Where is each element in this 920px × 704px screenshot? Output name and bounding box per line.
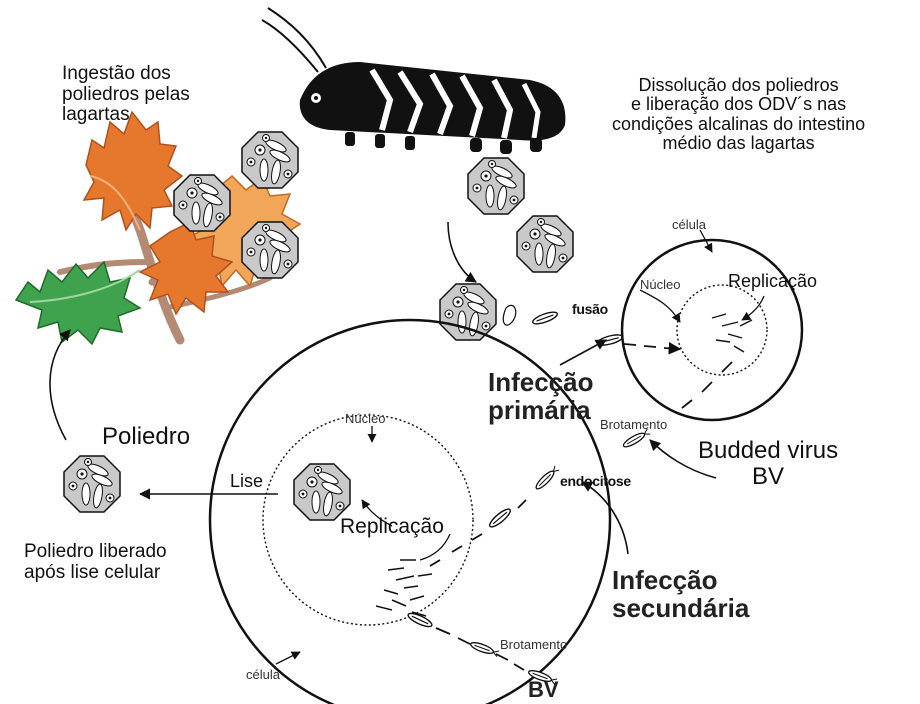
arrow-primary-infection <box>560 340 606 365</box>
label-nucleus-top: Núcleo <box>640 278 680 292</box>
polyhedron-dissolving-2 <box>517 216 573 272</box>
label-secondary-infection-line2: secundária <box>612 594 749 622</box>
cell-top-membrane <box>622 240 802 420</box>
label-budded-virus-line2: BV <box>698 464 838 490</box>
label-ingestion-line3: lagartas <box>62 105 272 126</box>
label-ingestion-line1: Ingestão dos <box>62 64 272 85</box>
polyhedron-dissolving-3 <box>440 284 496 340</box>
odv-particle-fusion <box>596 333 623 347</box>
label-budding-top: Brotamento <box>600 418 667 432</box>
label-secondary-infection-line1: Infecção <box>612 566 749 594</box>
arrow-nucleus-top <box>640 290 680 322</box>
label-budded-virus-line1: Budded virus <box>698 438 838 464</box>
arrow-cell-bottom <box>276 652 300 664</box>
label-dissolution: Dissolução dos poliedros e liberação dos… <box>612 76 865 154</box>
label-fusion: fusão <box>572 302 608 317</box>
label-secondary-infection: Infecção secundária <box>612 566 749 622</box>
label-primary-infection: Infecção primária <box>488 368 594 424</box>
polyhedron-in-nucleus <box>294 464 350 520</box>
label-dissolution-line4: médio das lagartas <box>612 134 865 153</box>
bv-exiting-2 <box>469 641 499 658</box>
odv-release <box>503 305 515 325</box>
label-bv-bottom: BV <box>528 678 559 702</box>
label-nucleus-bottom: Núcleo <box>345 412 385 426</box>
polyhedron-on-leaf-3 <box>242 222 298 278</box>
label-released-polyhedron-line2: após lise celular <box>24 563 167 584</box>
arrow-replication-top <box>742 296 764 320</box>
label-dissolution-line2: e liberação dos ODV´s nas <box>612 95 865 114</box>
vesicle-in-cell <box>487 507 512 530</box>
label-cell-bottom: célula <box>246 668 280 682</box>
label-endocytosis: endocitose <box>560 474 631 489</box>
label-budding-bottom: Brotamento <box>500 638 567 652</box>
label-dissolution-line3: condições alcalinas do intestino <box>612 115 865 134</box>
label-replication-bottom: Replicação <box>340 516 444 539</box>
label-lysis: Lise <box>230 472 263 491</box>
odv-particle-1 <box>531 310 558 326</box>
label-primary-infection-line1: Infecção <box>488 368 594 396</box>
replication-rods-bottom <box>376 560 432 616</box>
caterpillar-illustration <box>262 8 565 154</box>
polyhedron-released <box>64 456 120 512</box>
label-ingestion-line2: poliedros pelas <box>62 85 272 106</box>
label-primary-infection-line2: primária <box>488 396 594 424</box>
dashed-path-top <box>624 344 732 408</box>
label-cell-top: célula <box>672 218 706 232</box>
label-ingestion: Ingestão dos poliedros pelas lagartas <box>62 64 272 126</box>
label-released-polyhedron-line1: Poliedro liberado <box>24 542 167 563</box>
polyhedron-dissolving-1 <box>468 158 524 214</box>
arrow-to-dissolution <box>448 222 476 282</box>
nucleus-top-membrane <box>677 285 767 375</box>
polyhedron-on-leaf-1 <box>174 175 230 231</box>
label-released-polyhedron: Poliedro liberado após lise celular <box>24 542 167 583</box>
label-dissolution-line1: Dissolução dos poliedros <box>612 76 865 95</box>
label-polyhedron: Poliedro <box>102 424 190 450</box>
endocytosis-vesicle <box>534 465 560 491</box>
arrow-secondary-infection <box>582 482 628 554</box>
arrow-cycle-to-plant <box>50 330 70 440</box>
polyhedron-on-leaf-2 <box>242 132 298 188</box>
label-replication-top: Replicação <box>728 272 817 291</box>
label-budded-virus: Budded virus BV <box>698 438 838 490</box>
replication-rods-top <box>712 314 752 352</box>
